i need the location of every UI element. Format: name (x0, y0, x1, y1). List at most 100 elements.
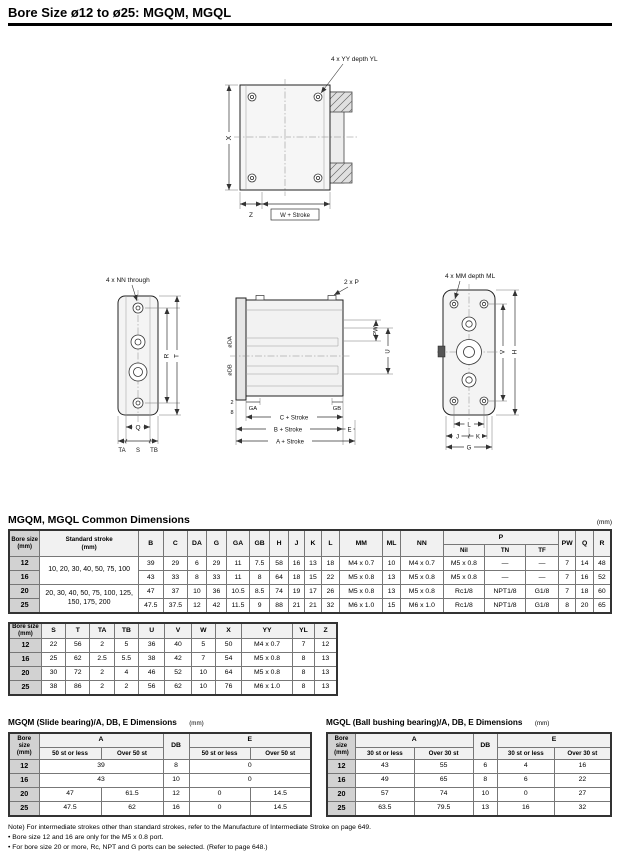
footnotes: Note) For intermediate strokes other tha… (8, 823, 612, 854)
nn-hole-note: 4 x NN through (106, 277, 150, 284)
dim-cell: 0 (188, 786, 251, 802)
yy-mounting-holes (247, 92, 323, 183)
dim-cell: Rc1/8 (442, 584, 485, 599)
dim-cell: 55 (413, 758, 474, 774)
dim-cell: 2 (89, 665, 115, 681)
dim-cell: 60 (592, 584, 612, 599)
dim-cell: 22 (553, 772, 612, 788)
dim-cell: 0 (188, 772, 312, 788)
dim-cell: 10 (382, 556, 401, 571)
col-header: ML (382, 529, 401, 557)
bore-cell: 20 (8, 786, 40, 802)
table-row: 12 39 8 0 (8, 758, 312, 774)
stroke-cell: 20, 30, 40, 50, 75, 100, 125, 150, 175, … (39, 584, 139, 614)
bore-cell: 16 (8, 570, 41, 585)
dim-cell: 36 (205, 584, 228, 599)
dim-cell: 46 (138, 665, 166, 681)
table-row: 20 47 61.5 12 0 14.5 (8, 786, 312, 802)
col-header-a: A (354, 732, 474, 748)
dim-cell: M4 x 0.7 (339, 556, 384, 571)
common-dimensions-table-1: Bore size (mm) Standard stroke (mm) B C … (8, 529, 612, 614)
mm-hole-note: 4 x MM depth ML (445, 273, 496, 280)
dim-cell: 74 (413, 786, 474, 802)
dim-cell: 18 (575, 584, 594, 599)
dim-cell: 64 (269, 570, 289, 585)
mgqm-header: MGQM (Slide bearing)/A, DB, E Dimensions… (8, 712, 312, 730)
views-svg: 4 x NN through R T (106, 273, 519, 454)
col-header-bore-size: Bore size (mm) (8, 622, 42, 639)
common-dimensions-header: MGQM, MGQL Common Dimensions (mm) (8, 514, 612, 526)
dim-cell: 38 (138, 651, 166, 667)
dim-gb-label: GB (333, 406, 342, 412)
dim-cell: 16 (553, 758, 612, 774)
col-header: NN (399, 529, 444, 557)
dim-cell: M5 x 0.8 (399, 570, 444, 585)
dim-cell: 8 (162, 758, 190, 774)
dim-cell: 7.5 (248, 556, 271, 571)
col-subheader: Over 30 st (553, 746, 612, 760)
dim-cell: Rc1/8 (442, 598, 485, 614)
dim-cell: 15 (382, 598, 401, 614)
col-header: K (304, 529, 322, 557)
dim-cell: 54 (214, 651, 243, 667)
title-bar: Bore Size ø12 to ø25: MGQM, MGQL (8, 5, 612, 26)
bore-cell: 12 (8, 637, 42, 653)
bore-cell: 16 (326, 772, 356, 788)
dim-cell: 22 (320, 570, 341, 585)
table-row: 12 43 55 6 4 16 (326, 758, 612, 774)
center-lines (234, 79, 357, 196)
table-row: 20 20, 30, 40, 50, 75, 100, 125, 150, 17… (8, 584, 612, 614)
dim-cell: 5 (113, 637, 140, 653)
dim-cell: — (525, 570, 559, 585)
table-row: 25 63.5 79.5 13 16 32 (326, 800, 612, 817)
dim-b-stroke-label: B + Stroke (274, 428, 303, 434)
dim-cell: 8 (248, 570, 271, 585)
dim-cell: 10 (187, 584, 207, 599)
col-header: GB (248, 529, 271, 557)
col-header: T (65, 622, 91, 639)
dim-cell: M5 x 0.8 (442, 556, 485, 571)
dim-cell: 30 (40, 665, 67, 681)
bearing-dimension-tables: MGQM (Slide bearing)/A, DB, E Dimensions… (8, 712, 613, 817)
mgql-unit: (mm) (534, 719, 550, 727)
dim-cell: 2.5 (89, 651, 115, 667)
dim-cell: 6 (496, 772, 555, 788)
dim-cell: 65 (592, 598, 612, 614)
dim-cell: 18 (320, 556, 341, 571)
front-dims (117, 295, 181, 444)
col-header: DA (187, 529, 207, 557)
mgql-table: Bore size (mm) A DB E 30 st or less Over… (326, 731, 613, 817)
dim-e-label: E (347, 428, 351, 434)
col-subheader: Over 50 st (249, 746, 312, 760)
dim-cell: 16 (287, 556, 306, 571)
bore-cell: 12 (8, 758, 40, 774)
col-header-port-tn: TN (483, 544, 527, 557)
bore-cell: 20 (8, 665, 42, 681)
col-header: U (138, 622, 166, 639)
dim-cell: 8 (291, 651, 316, 667)
dim-cell: 10.5 (226, 584, 250, 599)
dim-cell: 43 (354, 758, 415, 774)
dim-cell: NPT1/8 (483, 584, 527, 599)
dim-cell: 62 (164, 679, 192, 696)
col-header: YY (241, 622, 293, 639)
dim-cell: 37.5 (162, 598, 189, 614)
dim-cell: 33 (205, 570, 228, 585)
dim-da-label: øDA (228, 336, 234, 348)
header-row: Bore size (mm) A DB E (8, 732, 312, 760)
table-row: 16 49 65 8 6 22 (326, 772, 612, 788)
dim-w-stroke-label: W + Stroke (280, 213, 311, 219)
dim-cell: 7 (291, 637, 316, 653)
note-line: • For bore size 20 or more, Rc, NPT and … (8, 844, 268, 852)
col-subheader: 50 st or less (38, 746, 102, 760)
dim-cell: 32 (320, 598, 341, 614)
col-subheader: 50 st or less (188, 746, 251, 760)
dim-cell: 7 (557, 570, 577, 585)
dim-cell: 4 (496, 758, 555, 774)
table-row: 20 57 74 10 0 27 (326, 786, 612, 802)
rear-view: 4 x MM depth ML V (437, 273, 519, 452)
unit-label-mm: (mm) (596, 519, 612, 526)
dim-z-label: Z (249, 212, 253, 219)
dim-cell: 79.5 (413, 800, 474, 817)
